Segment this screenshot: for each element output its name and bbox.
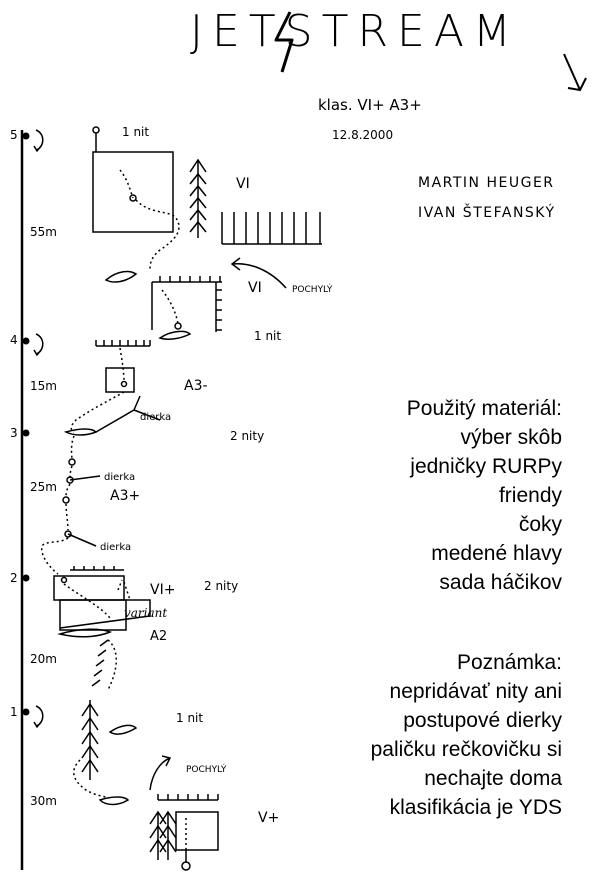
material-item: medené hlavy [431, 542, 562, 565]
pitch-length-2: 20m [30, 652, 57, 666]
material-item: friendy [498, 484, 562, 507]
p4-grade: A3- [184, 378, 208, 394]
p4-bolts-label: 1 nit [254, 329, 281, 343]
material-item: sada háčikov [439, 571, 562, 594]
route-title: JETSTREAM [190, 6, 520, 57]
pitch-length-1: 30m [30, 794, 57, 808]
arrow-tail-icon [563, 53, 587, 92]
belay-markers [22, 129, 44, 729]
note-line: nepridávať nity ani [389, 680, 562, 703]
p2-a2: A2 [150, 629, 167, 644]
note-line: nechajte doma [424, 767, 562, 790]
material-item: výber skôb [460, 426, 562, 449]
belay-number-3: 3 [10, 426, 18, 440]
pitch-4-3-features [41, 340, 161, 575]
p3-bolts-label: 2 nity [230, 429, 264, 443]
note-block: Poznámka: nepridávať nity ani postupové … [371, 648, 562, 822]
p5-grade-a: VI [236, 176, 250, 192]
p2-variant: variant [124, 606, 167, 620]
p5-pochyly: POCHYLÝ [292, 283, 333, 295]
p3-dierka1: dierka [140, 412, 171, 423]
p3-dierka3: dierka [100, 542, 131, 553]
note-line: paličku rečkovičku si [370, 738, 562, 761]
material-block: Použitý materiál: výber skôb jedničky RU… [407, 394, 562, 597]
grade-line: klas. VI+ A3+ [318, 96, 422, 114]
material-heading: Použitý materiál: [406, 397, 562, 420]
note-heading: Poznámka: [456, 651, 562, 674]
belay-number-1: 1 [10, 705, 18, 719]
pitch-length-4: 15m [30, 379, 57, 393]
pitch-1-features [73, 700, 219, 871]
note-line: postupové dierky [403, 709, 562, 732]
belay-number-2: 2 [10, 571, 18, 585]
pitch-5-features [92, 126, 322, 340]
note-line: klasifikácia je YDS [389, 796, 562, 819]
p1-grade: V+ [258, 810, 279, 826]
author-2: IVAN ŠTEFANSKÝ [418, 203, 556, 221]
pitch-2-features [53, 566, 151, 691]
pitch-length-5: 55m [30, 225, 57, 239]
lightning-bolt-icon [274, 11, 294, 73]
p5-grade-b: VI [248, 280, 262, 296]
p3-grade: A3+ [110, 488, 140, 504]
p1-bolts-label: 1 nit [176, 711, 203, 725]
p2-bolts-label: 2 nity [204, 579, 238, 593]
p5-bolts-label: 1 nit [122, 125, 149, 139]
p3-dierka2: dierka [104, 472, 135, 483]
author-1: MARTIN HEUGER [418, 175, 555, 191]
p1-pochyly: POCHYLÝ [186, 763, 227, 775]
pitch-length-3: 25m [30, 480, 57, 494]
material-item: jedničky RURPy [410, 455, 562, 478]
route-date: 12.8.2000 [332, 128, 393, 142]
belay-number-5: 5 [10, 128, 18, 142]
p2-grade: VI+ [150, 582, 175, 598]
material-item: čoky [518, 513, 562, 536]
belay-number-4: 4 [10, 333, 18, 347]
